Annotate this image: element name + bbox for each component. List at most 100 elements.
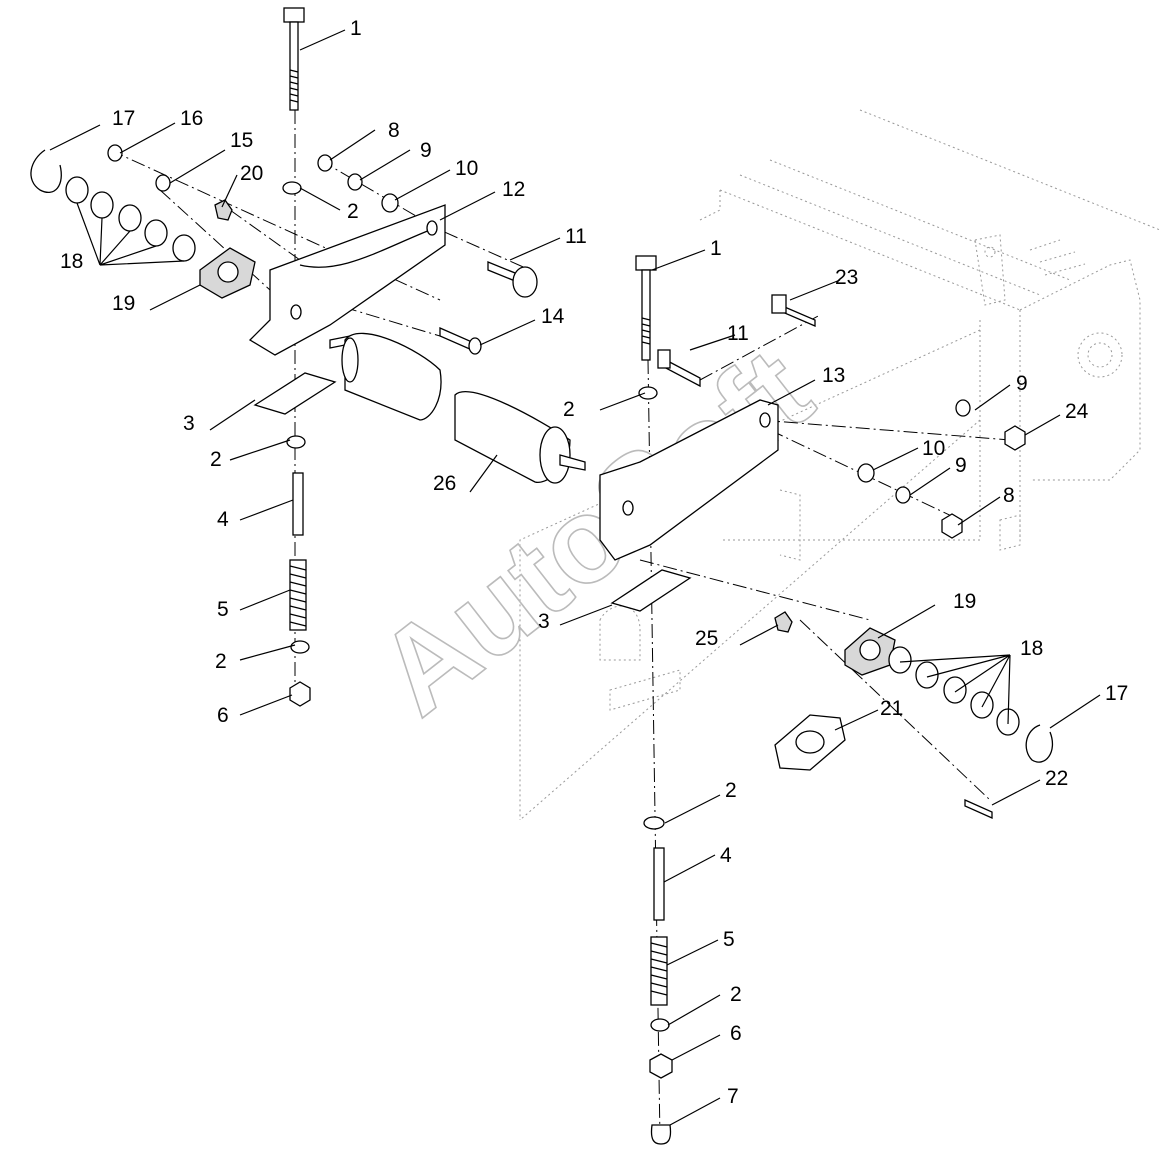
bolt-11-head	[657, 349, 671, 369]
callout-16: 16	[180, 107, 203, 130]
callout-6: 6	[730, 1022, 742, 1045]
callout-22: 22	[1045, 767, 1068, 790]
callout-14: 14	[541, 305, 565, 328]
callout-2: 2	[210, 448, 222, 471]
bracket-13	[599, 399, 779, 561]
gasket-bore	[795, 730, 825, 754]
callout-19: 19	[953, 590, 976, 613]
screw-22	[964, 798, 993, 820]
nut-16	[107, 144, 123, 162]
callout-23: 23	[835, 266, 858, 289]
callout-19: 19	[112, 292, 135, 315]
bracket-hole	[622, 500, 634, 516]
circlip-17	[30, 149, 62, 193]
callout-12: 12	[502, 178, 525, 201]
callout-2: 2	[347, 200, 359, 223]
callout-17: 17	[112, 107, 135, 130]
spring-5-right	[650, 936, 668, 1006]
plate-3-right	[610, 569, 692, 612]
callout-4: 4	[217, 508, 229, 531]
callout-2: 2	[725, 779, 737, 802]
callout-4: 4	[720, 844, 732, 867]
callout-8: 8	[1003, 484, 1015, 507]
washer-9	[347, 173, 363, 191]
callout-10: 10	[922, 437, 945, 460]
callout-1: 1	[710, 237, 722, 260]
grease-nipple-20	[214, 199, 233, 221]
callout-26: 26	[433, 472, 456, 495]
screw-14	[439, 327, 473, 351]
spacer-10	[857, 463, 875, 483]
nut-6	[289, 681, 311, 707]
circlip-17-right	[1025, 724, 1054, 763]
callout-18: 18	[1020, 637, 1043, 660]
callout-2: 2	[730, 983, 742, 1006]
bolt-1-left	[283, 7, 305, 111]
callout-13: 13	[822, 364, 845, 387]
spring-5	[289, 559, 307, 631]
grease-nipple-25	[774, 611, 793, 633]
bracket-12-edge	[299, 229, 431, 268]
shaft-26	[329, 332, 586, 484]
washer-2	[638, 386, 658, 400]
washer-9	[955, 399, 971, 417]
nut-6-right	[649, 1053, 673, 1079]
callout-24: 24	[1065, 400, 1089, 423]
callout-25: 25	[695, 627, 718, 650]
callout-21: 21	[880, 697, 903, 720]
callout-labels: 1 2 3 2 4 5 2 6 8 9 10 12 11 14 15 16 17…	[60, 17, 1128, 1108]
callout-2: 2	[563, 398, 575, 421]
cap-7	[650, 1124, 672, 1145]
rod-4	[292, 472, 304, 536]
bolt-1-right	[635, 255, 657, 361]
washer-2	[650, 1018, 670, 1032]
washer-15	[155, 174, 171, 192]
washer-2	[290, 640, 310, 654]
washers-18	[65, 176, 196, 262]
callout-9: 9	[955, 454, 967, 477]
rod-4-right	[653, 847, 665, 921]
callout-9: 9	[1016, 372, 1028, 395]
carriage-bolt-11	[487, 261, 538, 298]
plate-3	[253, 372, 337, 415]
callout-8: 8	[388, 119, 400, 142]
bearing-bore	[217, 261, 239, 283]
washer-2	[286, 435, 306, 449]
bracket-hole	[759, 412, 771, 428]
washers-18-right	[888, 646, 1020, 736]
left-bracket-assembly	[30, 7, 538, 707]
washer-9	[895, 486, 911, 504]
bracket-12	[248, 204, 446, 356]
callout-7: 7	[727, 1085, 739, 1108]
callout-3: 3	[538, 610, 550, 633]
nut-24	[1004, 425, 1026, 451]
bearing-bore	[859, 639, 881, 661]
bracket-hole	[290, 304, 302, 320]
callout-1: 1	[350, 17, 362, 40]
nut-8	[317, 154, 333, 172]
callout-6: 6	[217, 704, 229, 727]
callout-2: 2	[215, 650, 227, 673]
screw-14-head	[468, 337, 482, 355]
bracket-hole	[426, 220, 438, 236]
callout-3: 3	[183, 412, 195, 435]
callout-9: 9	[420, 139, 432, 162]
callout-17: 17	[1105, 682, 1128, 705]
callout-20: 20	[240, 162, 263, 185]
callout-10: 10	[455, 157, 478, 180]
right-bracket-assembly	[599, 255, 1054, 1145]
callout-15: 15	[230, 129, 253, 152]
leader-lines	[49, 29, 1101, 1126]
callout-11: 11	[565, 225, 587, 248]
callout-5: 5	[723, 928, 735, 951]
nut-8	[941, 513, 963, 539]
callout-18: 18	[60, 250, 83, 273]
callout-11: 11	[727, 322, 749, 345]
spacer-10	[381, 193, 399, 213]
washer-2	[282, 181, 302, 195]
callout-5: 5	[217, 598, 229, 621]
bolt-23-head	[771, 294, 787, 314]
washer-2	[643, 816, 665, 830]
